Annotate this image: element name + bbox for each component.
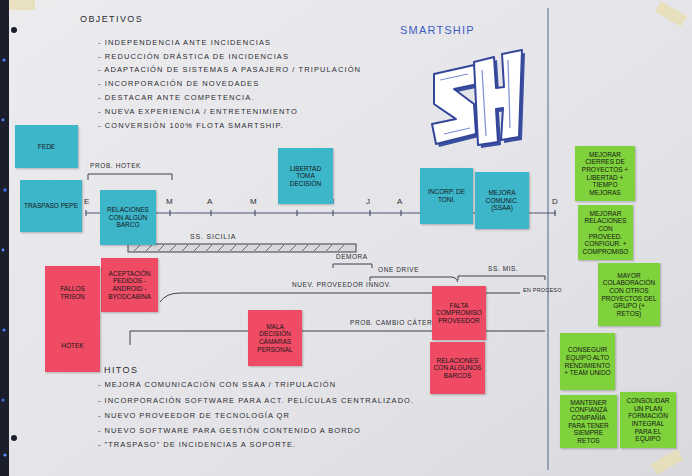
note-text: CONSOLIDAR UN PLAN FORMACIÓN INTEGRAL PA… [623, 397, 673, 443]
milestone-item: - MEJORA COMUNICACIÓN CON SSAA / TRIPULA… [98, 381, 336, 389]
note-text: HOTEK [48, 342, 97, 350]
sticky-note: HOTEK [45, 320, 100, 372]
sticky-note: LIBERTAD TOMA DECISIÓN [278, 148, 333, 204]
bracket [88, 174, 172, 180]
light-dot [3, 453, 6, 456]
sticky-note: MEJORAR RELACIONES CON PROVEED. CONFIGUR… [578, 205, 633, 260]
month-label: D [552, 198, 558, 207]
note-text: INCORP. DE TONI. [423, 188, 470, 203]
sticky-note: CONSEGUIR EQUIPO ALTO RENDIMIENTO + TEAM… [560, 333, 615, 390]
month-label: E [84, 198, 89, 207]
note-text: ACEPTACIÓN PEDIDOS - ANDROID - BYODCABIN… [104, 270, 155, 301]
band-label: SS. SICILIA [190, 233, 236, 241]
month-label: J [366, 198, 370, 207]
status-note: EN PROCESO [523, 287, 562, 293]
note-text: MEJORA COMUNIC. (SSAA) [478, 189, 526, 212]
binder-hole [11, 435, 17, 441]
sticky-note: MALA DECISIÓN CÁMARAS PERSONAL [248, 310, 302, 366]
sticky-note: MEJORA COMUNIC. (SSAA) [475, 172, 529, 229]
note-text: MEJORAR RELACIONES CON PROVEED. CONFIGUR… [581, 210, 630, 256]
logo-graffiti [432, 50, 525, 148]
note-text: CONSEGUIR EQUIPO ALTO RENDIMIENTO + TEAM… [563, 346, 612, 377]
sticky-note: INCORP. DE TONI. [420, 168, 473, 224]
bracket [458, 276, 545, 280]
objective-item: - DESTACAR ANTE COMPETENCIA. [98, 94, 255, 102]
month-label: A [207, 198, 212, 207]
band-label: ONE DRIVE [378, 266, 419, 273]
sticky-note: FEDE [15, 125, 78, 168]
sticky-note: CONSOLIDAR UN PLAN FORMACIÓN INTEGRAL PA… [620, 392, 676, 448]
note-text: MEJORAR CIERRES DE PROYECTOS + LIBERTAD … [578, 151, 632, 197]
objective-item: - CONVERSIÓN 100% FLOTA SMARTSHIP. [98, 122, 284, 130]
light-dot [3, 188, 6, 191]
sticky-note: FALLOS TRISON [45, 266, 100, 320]
note-text: RELACIONES CON ALGÚN BARCO [103, 206, 153, 229]
sticky-note: RELACIONES CON ALGÚN BARCO [100, 190, 156, 245]
note-text: FEDE [18, 143, 75, 151]
month-label: M [250, 198, 257, 207]
band-label: SS. MIS. [488, 265, 518, 272]
note-text: MALA DECISIÓN CÁMARAS PERSONAL [251, 323, 299, 354]
note-text: FALLOS TRISON [48, 285, 97, 300]
objective-item: - INCORPORACIÓN DE NOVEDADES [98, 80, 259, 88]
sticky-note: MEJORAR CIERRES DE PROYECTOS + LIBERTAD … [575, 146, 635, 201]
section-heading: OBJETIVOS [80, 15, 143, 25]
note-text: RELACIONES CON ALGUNOS BARCOS [433, 357, 482, 380]
light-dot [2, 399, 5, 402]
note-text: LIBERTAD TOMA DECISIÓN [281, 165, 330, 188]
sticky-note: MAYOR COLABORACIÓN CON OTROS PROYECTOS D… [598, 263, 660, 326]
bracket [333, 264, 372, 268]
paper-sheet [9, 0, 692, 476]
logo-detail [440, 60, 510, 136]
band-label: PROB. HOTEK [90, 162, 141, 169]
light-dot [2, 249, 5, 252]
logo-letter-shape [474, 50, 522, 145]
binder-hole [11, 27, 17, 33]
milestone-item: - "TRASPASO" DE INCIDENCIAS A SOPORTE. [98, 441, 296, 449]
title: SMARTSHIP [400, 24, 475, 36]
sticky-note: ACEPTACIÓN PEDIDOS - ANDROID - BYODCABIN… [101, 258, 158, 312]
tape [651, 449, 683, 474]
band [128, 244, 356, 252]
light-dot [2, 119, 5, 122]
section-heading: HITOS [104, 366, 138, 376]
divider-line [547, 8, 548, 470]
tape [9, 0, 35, 10]
milestone-item: - INCORPORACIÓN SOFTWARE PARA ACT. PELÍC… [98, 397, 414, 405]
note-text: FALTA COMPROMISO PROVEEDOR [435, 302, 483, 325]
objective-item: - INDEPENDENCIA ANTE INCIDENCIAS [98, 39, 271, 47]
objective-item: - REDUCCIÓN DRÁSTICA DE INCIDENCIAS [98, 53, 289, 61]
sticky-note: FALTA COMPROMISO PROVEEDOR [432, 286, 486, 340]
band-label: DEMORA [336, 253, 368, 260]
month-label: A [397, 198, 402, 207]
band-label: PROB. CAMBIO CÁTER [350, 319, 432, 326]
note-text: MANTENER CONFIANZA COMPAÑÍA PARA TENER S… [563, 399, 614, 445]
sticky-note: RELACIONES CON ALGUNOS BARCOS [430, 342, 485, 394]
band-label: NUEV. PROVEEDOR INNOV. [292, 281, 391, 288]
month-label: M [166, 198, 173, 207]
milestone-item: - NUEVO PROVEEDOR DE TECNOLOGÍA QR [98, 412, 290, 420]
sticky-note: MANTENER CONFIANZA COMPAÑÍA PARA TENER S… [560, 395, 617, 448]
note-text: MAYOR COLABORACIÓN CON OTROS PROYECTOS D… [601, 272, 657, 318]
objective-item: - NUEVA EXPERIENCIA / ENTRETENIMIENTO [98, 108, 298, 116]
milestone-item: - NUEVO SOFTWARE PARA GESTIÓN CONTENIDO … [98, 427, 361, 435]
objective-item: - ADAPTACIÓN DE SISTEMAS A PASAJERO / TR… [98, 66, 361, 74]
light-dot [2, 58, 5, 61]
band-hatch [134, 245, 344, 251]
light-dot [2, 328, 5, 331]
tape [655, 1, 687, 26]
sticky-note: TRASPASO PEPE [20, 180, 82, 232]
note-text: TRASPASO PEPE [23, 202, 79, 210]
